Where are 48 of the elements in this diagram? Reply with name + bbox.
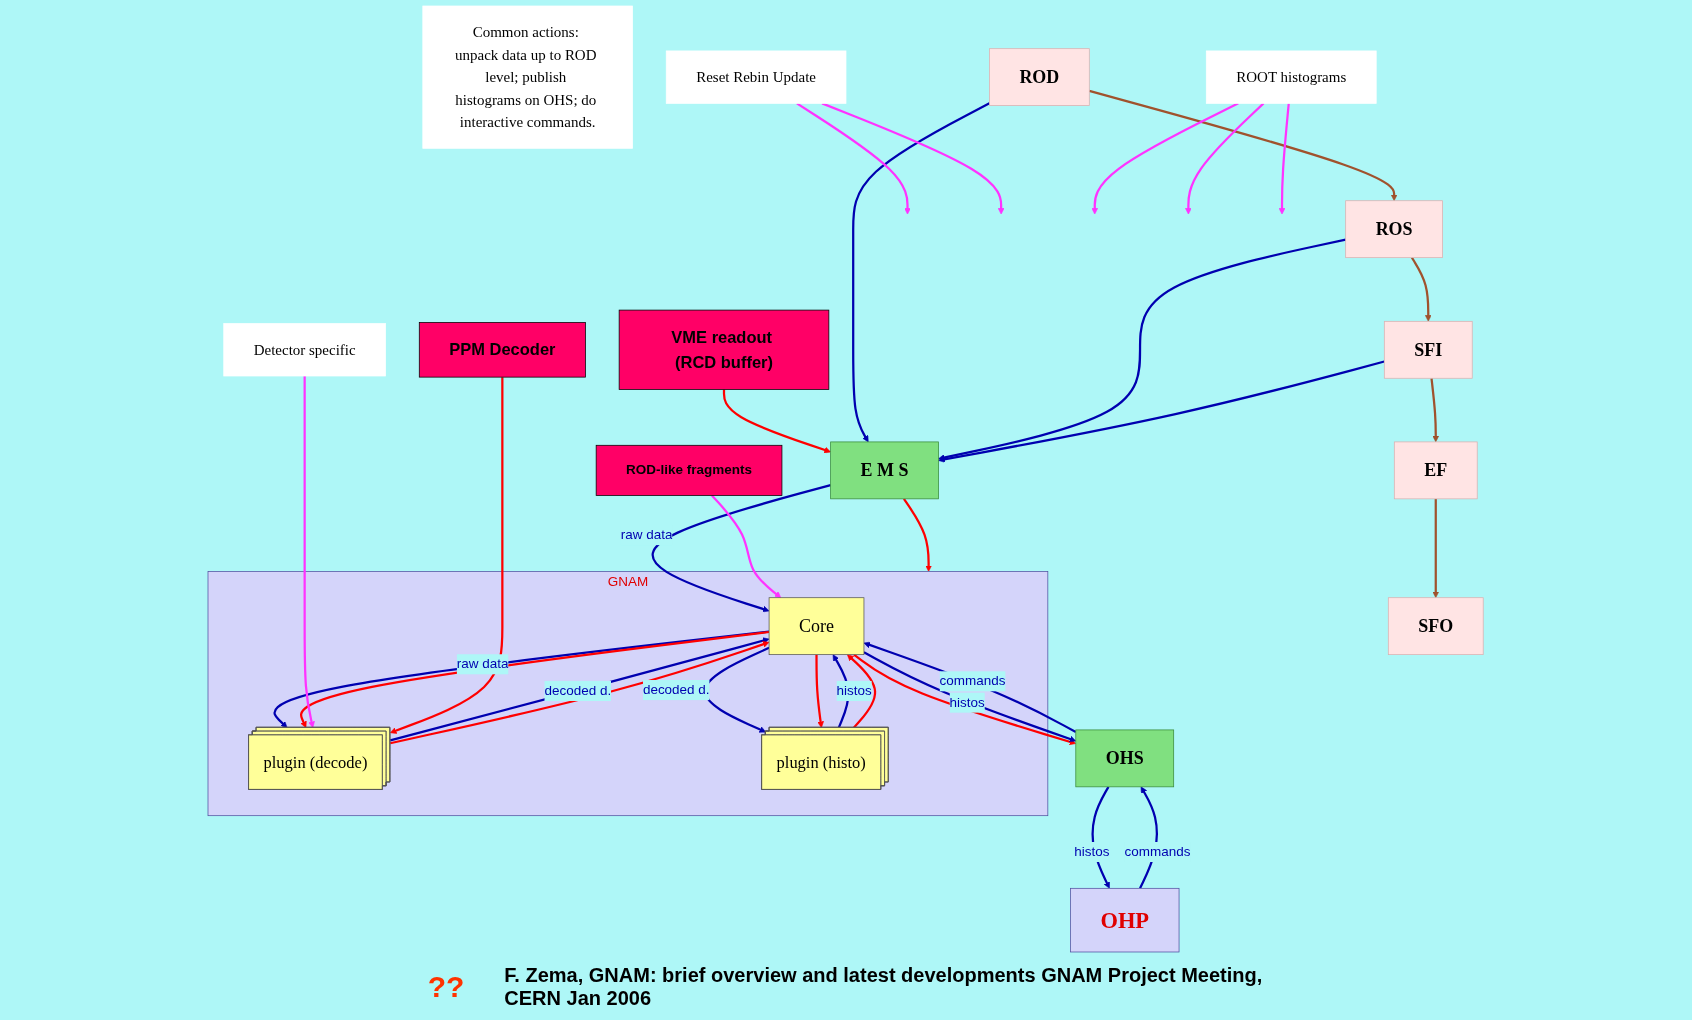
node-box: ROD — [989, 48, 1091, 106]
node-box: SFO — [1388, 597, 1484, 655]
arrow — [652, 483, 832, 613]
arrow — [1089, 89, 1398, 202]
node-box: Reset Rebin Update — [666, 50, 847, 104]
arrow — [723, 389, 832, 454]
arrow — [796, 102, 912, 215]
node-box: Common actions: unpack data up to ROD level; publish histograms on OHS; do interactive commands. — [422, 5, 634, 149]
arrow — [1430, 378, 1440, 443]
arrow — [711, 494, 782, 598]
arrow — [1091, 102, 1240, 215]
node-box: ROS — [1345, 200, 1444, 259]
edge-label: decoded d. — [643, 682, 710, 698]
node-box: OHS — [1075, 729, 1175, 788]
arrow — [1279, 103, 1291, 215]
arrow — [390, 377, 504, 734]
caption: F. Zema, GNAM: brief overview and latest developments GNAM Project Meeting, CERN Jan 2006 — [504, 964, 1264, 1010]
arrow — [815, 654, 825, 728]
edge-label: decoded d. — [544, 683, 612, 699]
node-box: ROD-like fragments — [596, 444, 783, 496]
arrow — [1411, 257, 1432, 322]
arrow — [864, 641, 1077, 733]
node-box: VME readout (RCD buffer) — [619, 309, 830, 390]
node-box: Core — [769, 597, 865, 655]
edge-label: raw data — [621, 527, 673, 543]
node-box: EF — [1394, 441, 1478, 500]
note-text: ?? — [427, 970, 465, 1004]
edge-label: histos — [1074, 844, 1110, 860]
node-box: PPM Decoder — [419, 322, 587, 378]
edge-label: raw data — [457, 656, 509, 672]
arrow — [938, 238, 1347, 461]
arrow — [903, 498, 933, 572]
arrow — [1432, 498, 1440, 598]
arrow — [847, 654, 877, 729]
node-box: E M S — [830, 441, 940, 500]
arrow — [822, 102, 1005, 215]
arrow — [1185, 102, 1265, 215]
node-box: OHP — [1070, 887, 1180, 953]
edge-label: commands — [940, 673, 1006, 689]
edge-label: commands — [1124, 844, 1191, 860]
edge-label: histos — [949, 694, 986, 710]
node-box: SFI — [1384, 320, 1473, 379]
edge-label: histos — [836, 683, 873, 699]
arrow — [938, 360, 1385, 463]
node-box: Detector specific — [223, 323, 387, 377]
arrow — [303, 376, 316, 728]
node-box: ROOT histograms — [1206, 50, 1377, 104]
arrow — [852, 102, 991, 443]
